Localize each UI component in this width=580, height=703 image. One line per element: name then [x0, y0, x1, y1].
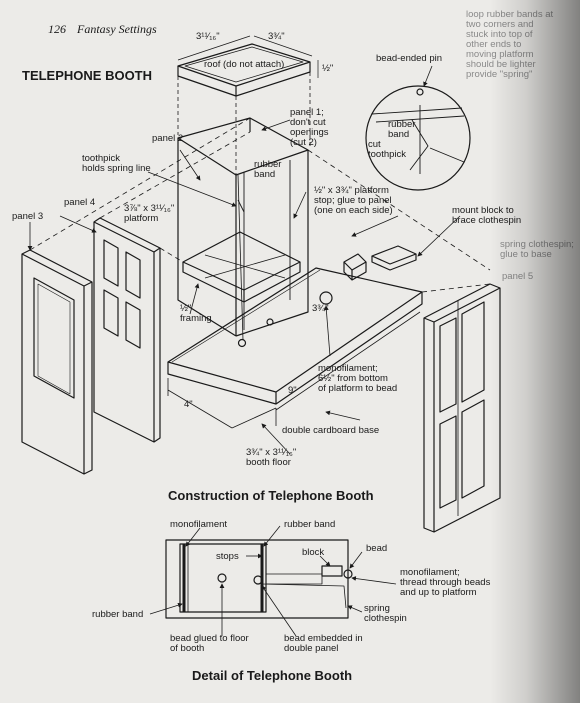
- label-platform-dim: 3⅞" x 3¹¹⁄₁₆" platform: [124, 203, 175, 224]
- label-roof-height: ½": [322, 63, 334, 74]
- label-mount-block: mount block to brace clothespin: [452, 205, 522, 226]
- inset-detail: [365, 85, 471, 191]
- panel-4: [93, 217, 161, 443]
- main-title: TELEPHONE BOOTH: [22, 68, 153, 83]
- inset-cut-toothpick: cut toothpick: [368, 139, 407, 160]
- label-dim-9: 9": [288, 385, 297, 396]
- detail-title: Detail of Telephone Booth: [192, 668, 353, 683]
- booth-frame: [177, 117, 309, 348]
- label-panel-2: panel 2: [152, 133, 184, 144]
- faded-note: loop rubber bands at two corners and stu…: [466, 9, 554, 80]
- det-spring-clothespin: spring clothespin: [364, 603, 407, 624]
- label-framing: ½" framing: [180, 303, 212, 324]
- det-monofilament: monofilament: [170, 519, 228, 530]
- label-platform-stop: ½" x 3¾" platform stop; glue to panel (o…: [314, 185, 393, 216]
- panel-3: [21, 249, 93, 475]
- label-cardboard-base: double cardboard base: [282, 425, 380, 436]
- det-bead-embedded: bead embedded in double panel: [284, 633, 363, 654]
- page-header: 126 Fantasy Settings: [48, 22, 157, 37]
- clothespin-block: [343, 245, 417, 281]
- dimension-lines: [167, 311, 421, 429]
- det-block: block: [302, 547, 325, 558]
- label-roof: roof (do not attach): [204, 59, 285, 70]
- det-rubber-band-top: rubber band: [284, 519, 336, 530]
- roof-guide-lines: [177, 72, 311, 175]
- det-bead-glued: bead glued to floor of booth: [170, 633, 249, 654]
- panel-5: [423, 283, 501, 533]
- detail-leaders: [149, 525, 397, 637]
- label-spring-clothespin: spring clothespin; glue to base: [500, 239, 574, 260]
- leader-lines: [27, 65, 461, 455]
- dim-top-right: 3¾": [268, 31, 285, 42]
- label-booth-floor: 3¾" x 3¹¹⁄₁₆" booth floor: [246, 447, 297, 468]
- running-title: Fantasy Settings: [77, 22, 157, 36]
- det-bead: bead: [366, 543, 388, 554]
- label-rubber-band-booth: rubber band: [254, 159, 282, 180]
- det-stops: stops: [216, 551, 239, 562]
- label-panel-5: panel 5: [502, 271, 534, 282]
- label-monofilament: monofilament; 6½" from bottom of platfor…: [318, 363, 398, 394]
- page-number: 126: [48, 22, 66, 36]
- inset-rubber-band: rubber band: [388, 119, 416, 140]
- construction-title: Construction of Telephone Booth: [168, 488, 374, 503]
- guide-lines: [29, 117, 491, 293]
- label-toothpick: toothpick holds spring line: [82, 153, 151, 174]
- dim-top-left: 3¹¹⁄₁₆": [196, 31, 220, 42]
- det-mono-through: monofilament; thread through beads and u…: [400, 567, 491, 598]
- label-panel-3: panel 3: [12, 211, 44, 222]
- label-dim-34: 3¾": [312, 303, 329, 314]
- label-bead-ended-pin: bead-ended pin: [376, 53, 443, 64]
- label-panel-4: panel 4: [64, 197, 96, 208]
- det-rubber-band-left: rubber band: [92, 609, 144, 620]
- label-panel-1: panel 1; don't cut openings (cut 2): [290, 107, 329, 148]
- label-dim-4: 4": [184, 399, 193, 410]
